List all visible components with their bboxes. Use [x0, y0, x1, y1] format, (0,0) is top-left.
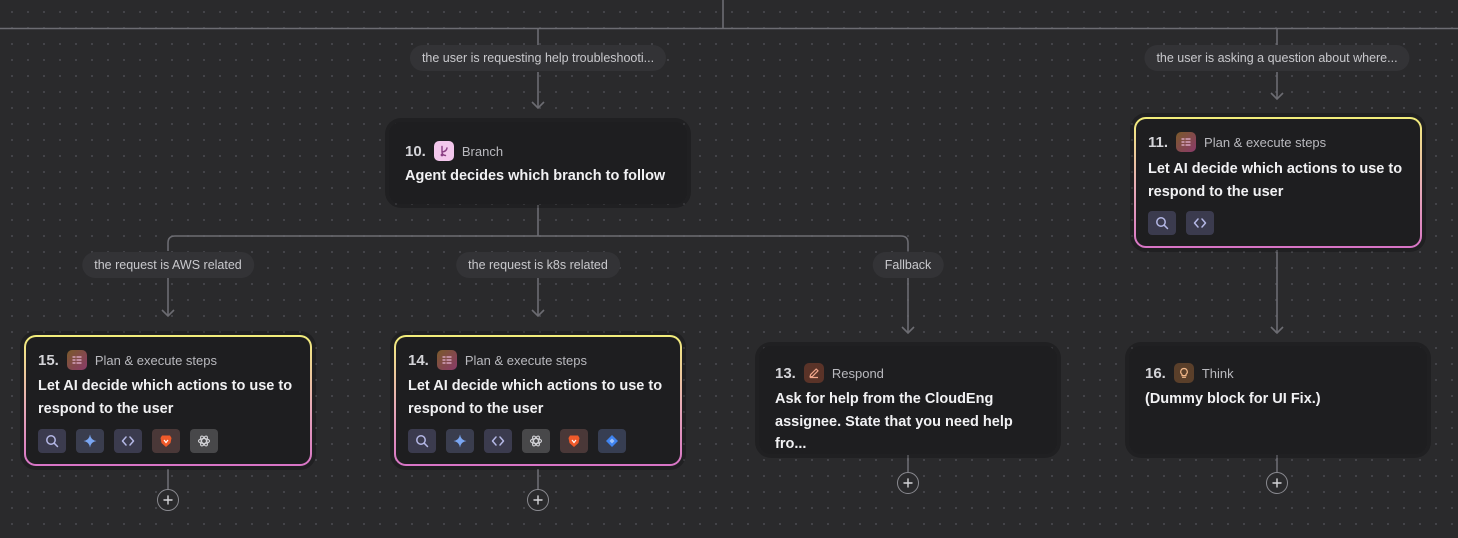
plus-icon: [533, 495, 543, 505]
plan-steps-icon: [66, 350, 87, 370]
block-10-branch[interactable]: 10. Branch Agent decides which branch to…: [389, 122, 687, 204]
tool-list: [38, 429, 218, 453]
condition-troubleshooting[interactable]: the user is requesting help troubleshoot…: [409, 45, 667, 71]
tool-list: [408, 429, 626, 453]
plus-icon: [163, 495, 173, 505]
block-type: Plan & execute steps: [464, 352, 587, 368]
condition-question-where[interactable]: the user is asking a question about wher…: [1144, 45, 1410, 71]
block-description: Let AI decide which actions to use to re…: [408, 378, 663, 417]
block-number: 10.: [405, 142, 426, 160]
block-type: Respond: [831, 365, 884, 381]
search-icon[interactable]: [38, 429, 66, 453]
block-type: Plan & execute steps: [1204, 134, 1327, 150]
tool-list: [1148, 211, 1214, 235]
block-14-plan-execute[interactable]: 14. Plan & execute steps Let AI decide w…: [394, 335, 682, 466]
block-16-think[interactable]: 16. Think (Dummy block for UI Fix.): [1129, 346, 1427, 454]
code-icon[interactable]: [1186, 211, 1214, 235]
diamond-icon[interactable]: [598, 429, 626, 453]
block-number: 13.: [775, 364, 796, 382]
plus-icon: [903, 478, 913, 488]
plan-steps-icon: [436, 350, 457, 370]
block-number: 14.: [408, 351, 429, 369]
block-type: Think: [1201, 365, 1234, 381]
block-13-respond[interactable]: 13. Respond Ask for help from the CloudE…: [759, 346, 1057, 454]
code-icon[interactable]: [114, 429, 142, 453]
block-description: Let AI decide which actions to use to re…: [1148, 161, 1403, 200]
add-step-button[interactable]: [897, 472, 919, 494]
pencil-icon: [803, 363, 824, 383]
block-description: Agent decides which branch to follow: [405, 168, 666, 184]
block-15-plan-execute[interactable]: 15. Plan & execute steps Let AI decide w…: [24, 335, 312, 466]
condition-fallback[interactable]: Fallback: [872, 252, 944, 278]
block-number: 15.: [38, 351, 59, 369]
plus-icon: [1272, 478, 1282, 488]
add-step-button[interactable]: [1266, 472, 1288, 494]
brave-icon[interactable]: [152, 429, 180, 453]
block-type: Plan & execute steps: [94, 352, 217, 368]
plan-steps-icon: [1176, 132, 1197, 152]
condition-k8s[interactable]: the request is k8s related: [456, 252, 620, 278]
block-number: 16.: [1145, 364, 1166, 382]
block-type: Branch: [461, 143, 504, 159]
brave-icon[interactable]: [560, 429, 588, 453]
condition-aws[interactable]: the request is AWS related: [82, 252, 254, 278]
openai-icon[interactable]: [190, 429, 218, 453]
search-icon[interactable]: [1148, 211, 1176, 235]
openai-icon[interactable]: [522, 429, 550, 453]
code-icon[interactable]: [484, 429, 512, 453]
block-description: Let AI decide which actions to use to re…: [38, 378, 293, 417]
block-description: Ask for help from the CloudEng assignee.…: [775, 391, 1013, 452]
block-number: 11.: [1148, 133, 1169, 151]
add-step-button[interactable]: [157, 489, 179, 511]
sparkle-icon[interactable]: [446, 429, 474, 453]
block-11-plan-execute[interactable]: 11. Plan & execute steps Let AI decide w…: [1134, 117, 1422, 248]
lightbulb-icon: [1173, 363, 1194, 383]
sparkle-icon[interactable]: [76, 429, 104, 453]
branch-icon: [433, 141, 454, 161]
block-description: (Dummy block for UI Fix.): [1145, 391, 1321, 407]
search-icon[interactable]: [408, 429, 436, 453]
add-step-button[interactable]: [527, 489, 549, 511]
